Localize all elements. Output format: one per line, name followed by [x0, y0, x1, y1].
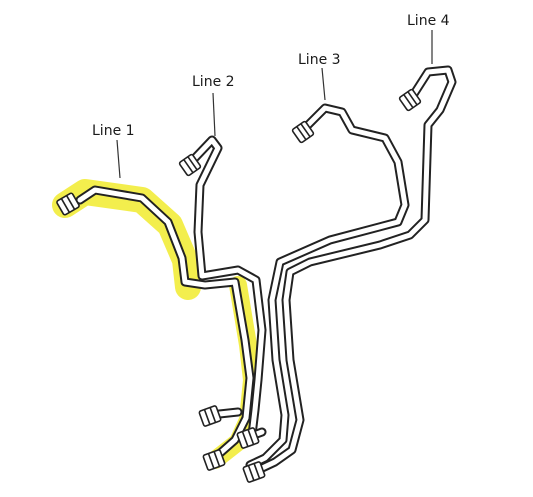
line-1-pipe — [75, 185, 255, 460]
line-3-leader — [321, 67, 326, 101]
line-3-upper-fitting — [291, 120, 315, 144]
lower-fitting-b — [236, 427, 260, 449]
line-2-label: Line 2 — [192, 74, 235, 90]
line-2-upper-fitting — [178, 153, 202, 177]
line-4-label: Line 4 — [407, 13, 450, 29]
lower-fitting-a — [198, 405, 222, 427]
line-1-label: Line 1 — [92, 123, 135, 139]
line-1-leader — [116, 139, 121, 179]
line-1-lower-fitting — [202, 449, 226, 471]
line-2-pipe — [188, 135, 267, 440]
line-2-leader — [212, 92, 216, 137]
line-1-highlight — [52, 179, 261, 469]
lower-fitting-d — [242, 461, 266, 483]
line-1-highlight-upper — [52, 179, 201, 300]
line-3-pipe — [245, 103, 410, 470]
line-4-pipe — [253, 65, 457, 475]
line-4-upper-fitting — [398, 88, 422, 112]
line-3-label: Line 3 — [298, 52, 341, 68]
line-1-upper-fitting — [56, 192, 80, 216]
